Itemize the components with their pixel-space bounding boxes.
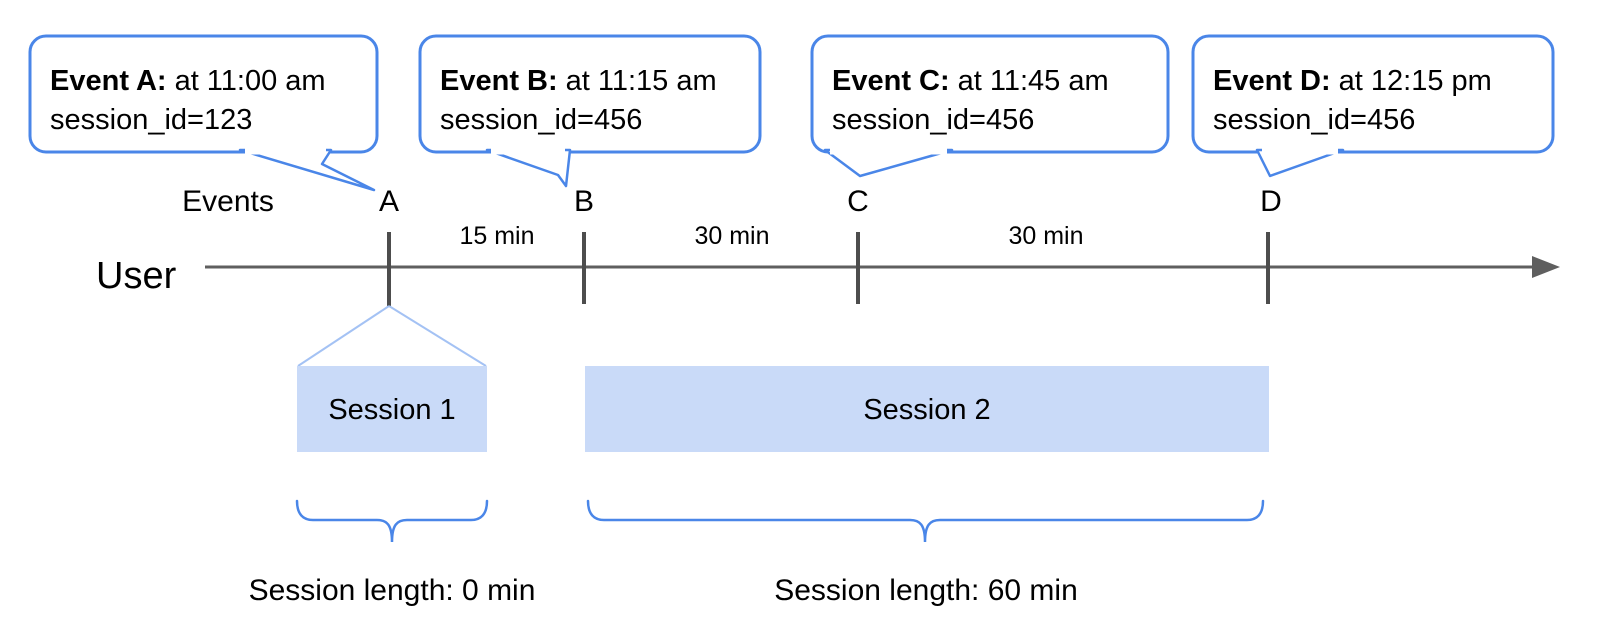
events-axis-label: Events <box>182 185 274 218</box>
session-1-box <box>297 366 487 452</box>
event-callout-c: Event C:at 11:45 am session_id=456 <box>810 34 1170 178</box>
session-2-brace <box>586 499 1265 543</box>
callout-c-time: at 11:45 am <box>958 65 1109 97</box>
callout-tail-b <box>485 148 572 188</box>
callout-a-line1: Event A:at 11:00 am <box>50 65 326 97</box>
session-1-brace <box>295 499 489 543</box>
callout-bubble-b <box>418 34 762 154</box>
event-letter-c: C <box>847 185 869 218</box>
callout-c-title: Event C: <box>832 65 950 97</box>
callout-a-time: at 11:00 am <box>175 65 326 97</box>
interval-label-c-d: 30 min <box>1008 222 1083 250</box>
callout-d-line1: Event D:at 12:15 pm <box>1213 65 1492 97</box>
interval-label-a-b: 15 min <box>459 222 534 250</box>
callout-bubble-a <box>28 34 379 154</box>
callout-b-time: at 11:15 am <box>566 65 717 97</box>
event-callout-d: Event D:at 12:15 pm session_id=456 <box>1191 34 1555 178</box>
session-2-box <box>585 366 1269 452</box>
session-1: Session 1 <box>297 366 487 452</box>
callout-d-session-id: session_id=456 <box>1213 104 1415 136</box>
callout-bubble-c <box>810 34 1170 154</box>
user-label: User <box>96 255 177 297</box>
callout-tail-a <box>238 148 376 192</box>
callout-b-line1: Event B:at 11:15 am <box>440 65 717 97</box>
callout-b-title: Event B: <box>440 65 558 97</box>
interval-label-b-c: 30 min <box>694 222 769 250</box>
callout-d-title: Event D: <box>1213 65 1331 97</box>
timeline-arrowhead-icon <box>1532 256 1560 278</box>
funnel-line-right <box>388 305 487 367</box>
event-callout-b: Event B:at 11:15 am session_id=456 <box>418 34 762 188</box>
callout-b-session-id: session_id=456 <box>440 104 642 136</box>
session-1-label: Session 1 <box>328 394 455 426</box>
callout-c-line1: Event C:at 11:45 am <box>832 65 1109 97</box>
session-1-length-label: Session length: 0 min <box>249 574 536 607</box>
funnel-line-left <box>297 305 390 367</box>
event-letter-a: A <box>379 185 399 218</box>
user-timeline <box>205 232 1560 306</box>
session-1-funnel <box>297 305 487 367</box>
callout-a-session-id: session_id=123 <box>50 104 252 136</box>
session-2: Session 2 <box>585 366 1269 452</box>
callout-bubble-d <box>1191 34 1555 154</box>
callout-d-time: at 12:15 pm <box>1339 65 1492 97</box>
session-2-length-label: Session length: 60 min <box>774 574 1078 607</box>
callout-a-title: Event A: <box>50 65 167 97</box>
callout-c-session-id: session_id=456 <box>832 104 1034 136</box>
session-2-label: Session 2 <box>863 394 990 426</box>
event-callout-a: Event A:at 11:00 am session_id=123 <box>28 34 379 192</box>
event-letter-b: B <box>574 185 594 218</box>
event-letter-d: D <box>1260 185 1282 218</box>
